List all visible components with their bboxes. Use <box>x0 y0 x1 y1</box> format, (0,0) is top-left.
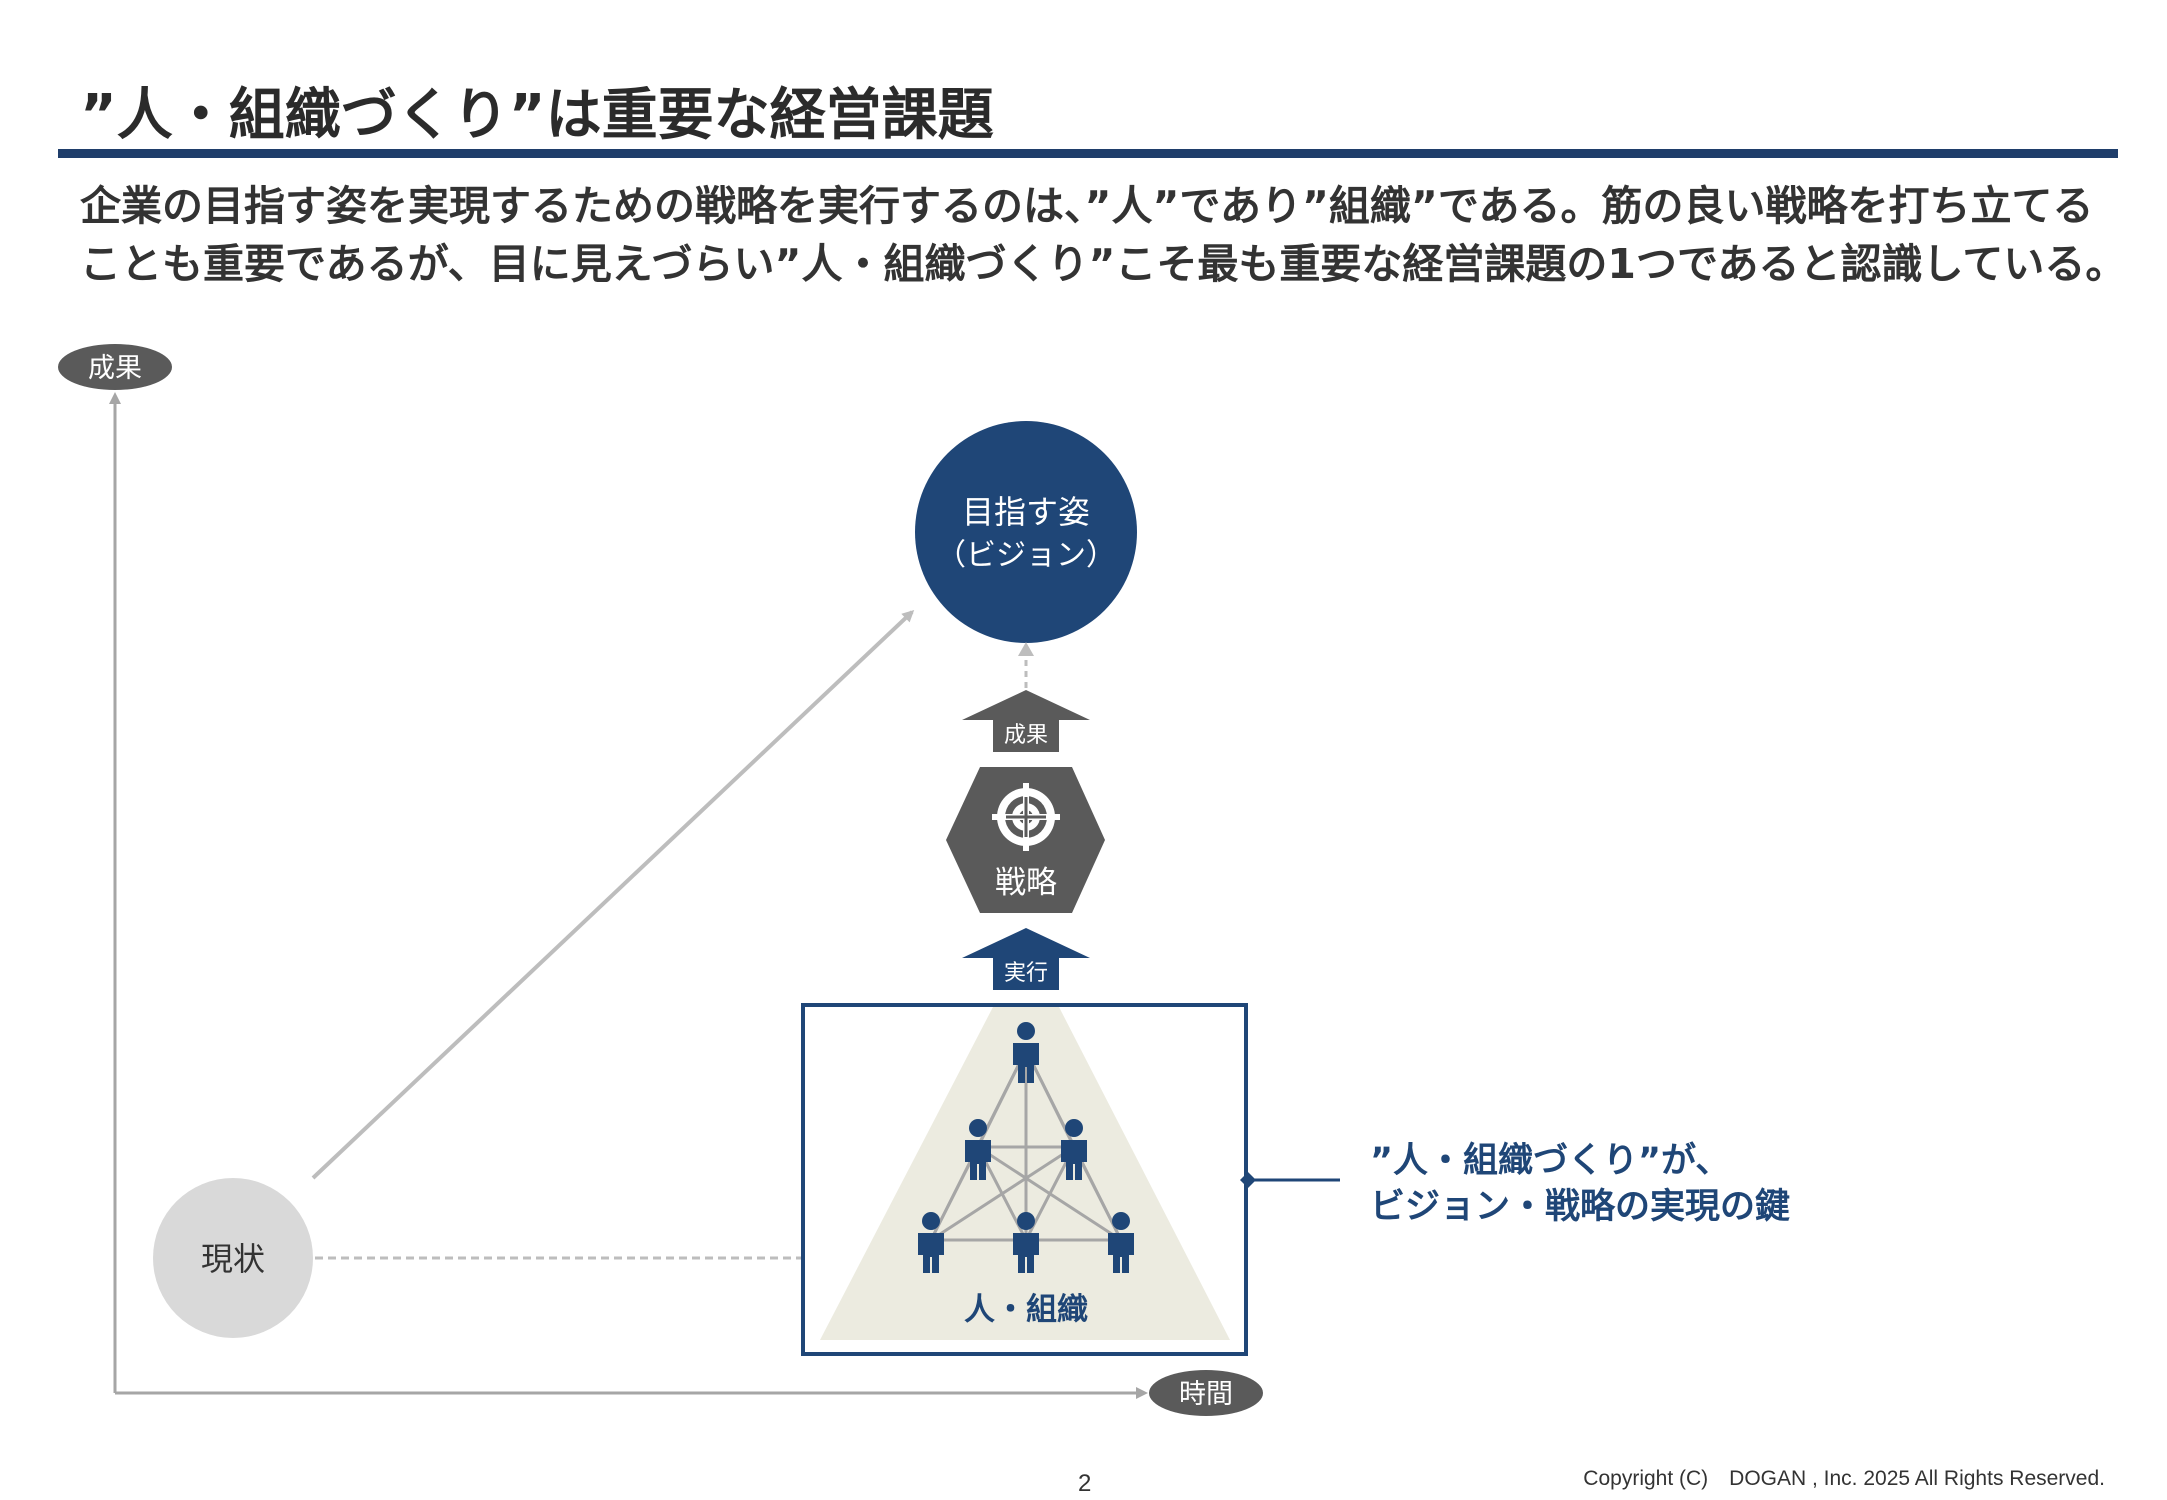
growth-arrow <box>311 609 915 1180</box>
lead-text-line-2: ことも重要であるが、目に見えづらい”人・組織づくり”こそ最も重要な経営課題の1つ… <box>80 240 2127 288</box>
vision-label-line-1: 目指す姿 <box>962 493 1090 531</box>
callout-line-1: ”人・組織づくり”が、 <box>1370 1141 1730 1181</box>
x-axis-label-pill: 時間 <box>1149 1370 1263 1416</box>
callout-connector <box>1240 1172 1340 1188</box>
people-org-label: 人・組織 <box>964 1292 1088 1328</box>
result-arrow: 成果 <box>962 690 1090 752</box>
current-state-label: 現状 <box>201 1240 265 1278</box>
vision-node: 目指す姿 （ビジョン） <box>915 421 1137 643</box>
lead-text-line-1: 企業の目指す姿を実現するための戦略を実行するのは、”人”であり”組織”である。筋… <box>80 182 2094 230</box>
strategy-label: 戦略 <box>995 865 1057 901</box>
execute-arrow-label: 実行 <box>1004 961 1048 986</box>
y-axis-label: 成果 <box>88 353 142 384</box>
strategy-node: 戦略 <box>946 767 1105 913</box>
copyright-notice: Copyright (C) DOGAN , Inc. 2025 All Righ… <box>1583 1467 2105 1490</box>
people-org-box: 人・組織 <box>801 1003 1248 1356</box>
execute-arrow: 実行 <box>962 928 1090 990</box>
current-state-node: 現状 <box>153 1178 313 1338</box>
result-dashed-arrowhead <box>1018 642 1034 656</box>
page-number: 2 <box>1078 1470 1092 1497</box>
y-axis-label-pill: 成果 <box>58 344 172 390</box>
title-divider <box>58 149 2118 158</box>
page-title: ”人・組織づくり”は重要な経営課題 <box>80 83 994 148</box>
vision-label-line-2: （ビジョン） <box>936 538 1116 573</box>
x-axis-label: 時間 <box>1179 1379 1233 1410</box>
target-icon <box>992 783 1060 851</box>
result-arrow-label: 成果 <box>1004 723 1048 748</box>
callout-line-2: ビジョン・戦略の実現の鍵 <box>1370 1186 1790 1227</box>
